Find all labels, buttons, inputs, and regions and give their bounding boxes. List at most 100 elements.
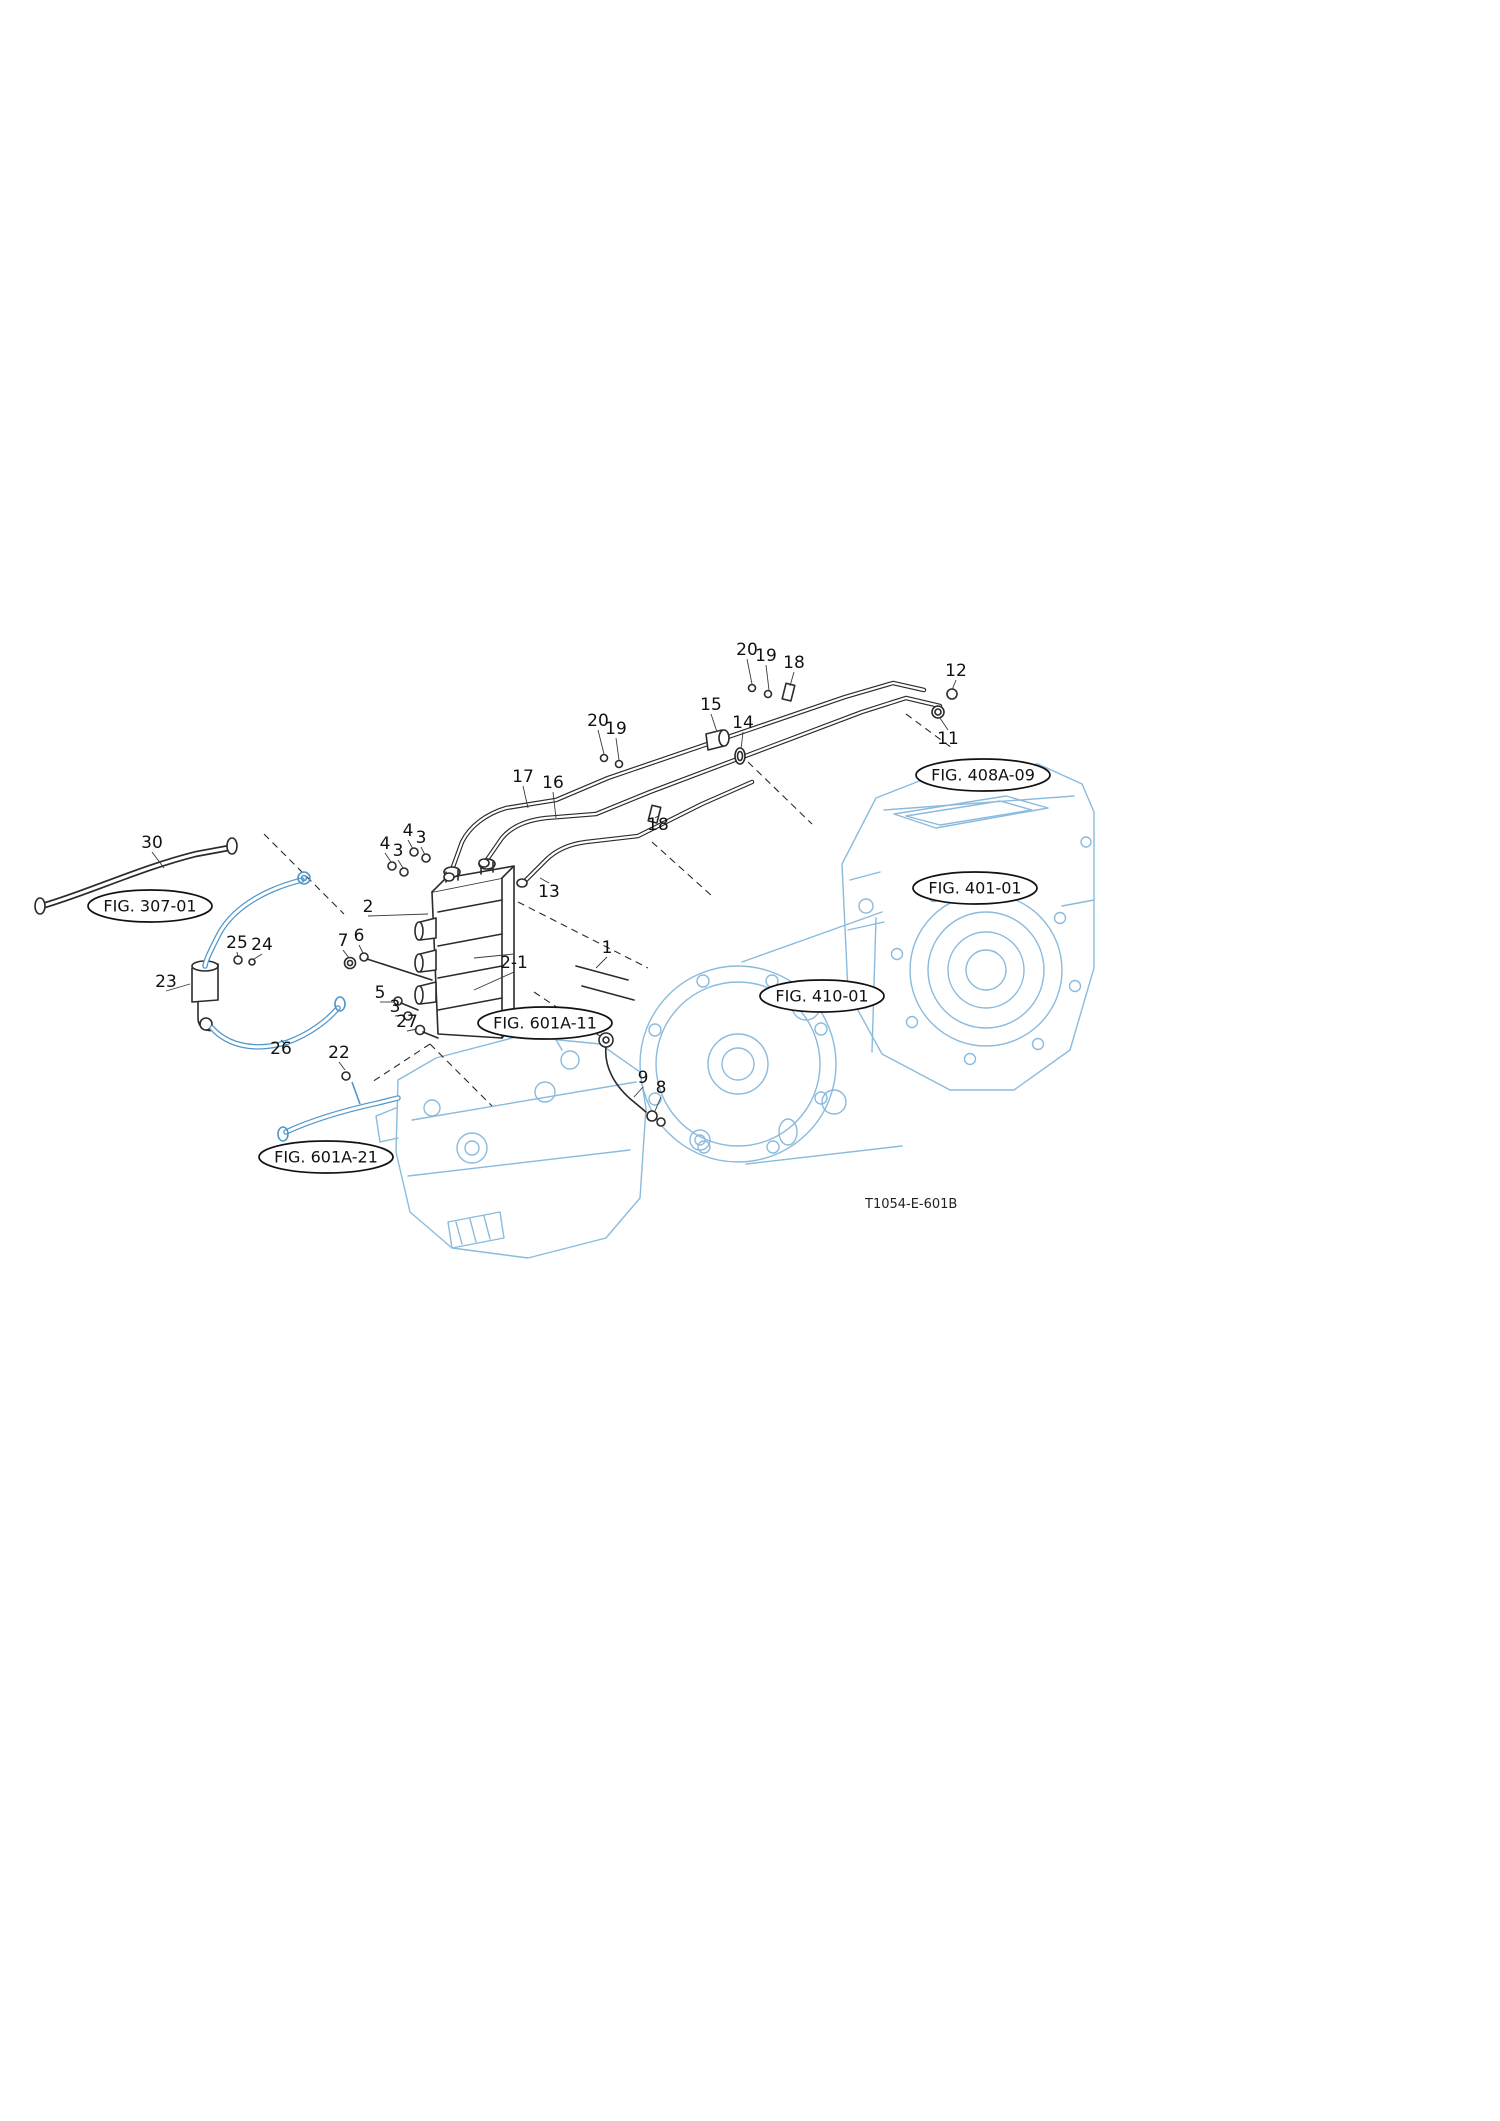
leader-line: [394, 1014, 406, 1017]
alignment-dashed-lines: [263, 713, 953, 1107]
figure-ref-FIG-401-01[interactable]: FIG. 401-01: [912, 871, 1038, 905]
part-callout-2-1: 2-1: [500, 953, 528, 973]
mount-bolts-drawing: [387, 847, 431, 877]
leader-line: [165, 983, 191, 992]
leader-line: [552, 791, 557, 819]
part-callout-24: 24: [251, 935, 273, 955]
part-callout-3: 3: [416, 828, 427, 848]
part-callout-26: 26: [270, 1039, 292, 1059]
part-callout-5: 5: [375, 983, 386, 1003]
part-callout-25: 25: [226, 933, 248, 953]
figure-ref-label: FIG. 601A-11: [493, 1014, 597, 1033]
part-callout-16: 16: [542, 773, 564, 793]
hose-26-drawing: [209, 996, 346, 1050]
figure-ref-ellipse[interactable]: [477, 1006, 613, 1040]
figure-ref-ellipse[interactable]: [87, 889, 213, 923]
long-bolt-drawing: [343, 952, 433, 981]
leader-line: [280, 1039, 286, 1045]
leader-line: [765, 664, 770, 691]
leader-line: [367, 913, 429, 917]
valve-and-fittings-drawing: [191, 682, 958, 1127]
part-callout-11: 11: [937, 729, 959, 749]
front-housing-drawing: [375, 1025, 711, 1259]
part-callout-4: 4: [403, 821, 414, 841]
hose-to-joint-drawing: [202, 871, 311, 969]
figure-ref-ellipse[interactable]: [258, 1140, 394, 1174]
leader-line: [384, 852, 392, 863]
part-callout-6: 6: [354, 926, 365, 946]
figure-ref-label: FIG. 401-01: [928, 879, 1021, 898]
figure-ref-FIG-601A-11[interactable]: FIG. 601A-11: [477, 1006, 613, 1040]
figure-ref-FIG-408A-09[interactable]: FIG. 408A-09: [915, 758, 1051, 792]
leader-line: [740, 731, 744, 750]
part-callout-4: 4: [380, 834, 391, 854]
part-callout-1: 1: [602, 938, 613, 958]
figure-ref-FIG-410-01[interactable]: FIG. 410-01: [759, 979, 885, 1013]
leader-line: [338, 1061, 346, 1071]
part-callout-9: 9: [638, 1068, 649, 1088]
leader-line: [236, 951, 239, 958]
lower-blue-pipe-drawing: [277, 1081, 401, 1142]
leader-line: [597, 729, 605, 755]
part-callout-20: 20: [587, 711, 609, 731]
clutch-housing-drawing: [639, 911, 903, 1165]
part-callout-18: 18: [647, 815, 669, 835]
leader-line: [397, 859, 404, 869]
lubrication-pipe-drawing: [598, 1032, 666, 1127]
figure-ref-FIG-601A-21[interactable]: FIG. 601A-21: [258, 1140, 394, 1174]
part-callout-27: 27: [396, 1012, 418, 1032]
leader-line: [633, 1086, 644, 1098]
leader-line: [473, 953, 515, 959]
part-callout-23: 23: [155, 972, 177, 992]
part-callout-19: 19: [755, 646, 777, 666]
rear-case-drawing: [841, 763, 1095, 1091]
hoses-drawing: [34, 837, 401, 1142]
leader-line: [615, 737, 620, 761]
part-callout-15: 15: [700, 695, 722, 715]
drawing-code: T1054-E-601B: [864, 1197, 957, 1212]
leader-line: [746, 658, 753, 685]
figure-ref-ellipse[interactable]: [759, 979, 885, 1013]
leader-line: [595, 956, 608, 969]
figure-ref-label: FIG. 307-01: [103, 897, 196, 916]
part-callout-8: 8: [656, 1078, 667, 1098]
part-callout-7: 7: [338, 931, 349, 951]
leader-line: [939, 717, 949, 731]
part-callout-22: 22: [328, 1043, 350, 1063]
part-callout-19: 19: [605, 719, 627, 739]
part-callout-2: 2: [363, 897, 374, 917]
part-callout-14: 14: [732, 713, 754, 733]
leader-line: [522, 785, 529, 809]
leader-line: [539, 877, 550, 884]
part-callout-3: 3: [393, 841, 404, 861]
figure-ref-ellipse[interactable]: [915, 758, 1051, 792]
figure-ref-ellipse[interactable]: [912, 871, 1038, 905]
leader-line: [654, 1096, 662, 1112]
leader-line: [420, 846, 426, 856]
hose-30-drawing: [34, 837, 238, 915]
leader-line: [407, 839, 414, 850]
leader-line: [951, 679, 957, 691]
leader-line: [789, 671, 795, 687]
valve-block-drawing: [414, 858, 528, 1039]
part-callout-17: 17: [512, 767, 534, 787]
joint-valve-drawing: [191, 955, 256, 1032]
part-callout-30: 30: [141, 833, 163, 853]
leader-line: [342, 949, 350, 959]
leader-line: [253, 953, 263, 960]
part-callout-13: 13: [538, 882, 560, 902]
part-callout-12: 12: [945, 661, 967, 681]
transmission-housing-drawing: [375, 763, 1095, 1259]
leader-line: [654, 815, 659, 819]
part-callout-18: 18: [783, 653, 805, 673]
figure-ref-label: FIG. 601A-21: [274, 1148, 378, 1167]
hydraulic-steel-pipes-drawing: [446, 680, 943, 887]
part-callout-20: 20: [736, 640, 758, 660]
part-callout-3: 3: [390, 997, 401, 1017]
lower-bolts-drawing: [393, 996, 439, 1039]
figure-ref-FIG-307-01[interactable]: FIG. 307-01: [87, 889, 213, 923]
